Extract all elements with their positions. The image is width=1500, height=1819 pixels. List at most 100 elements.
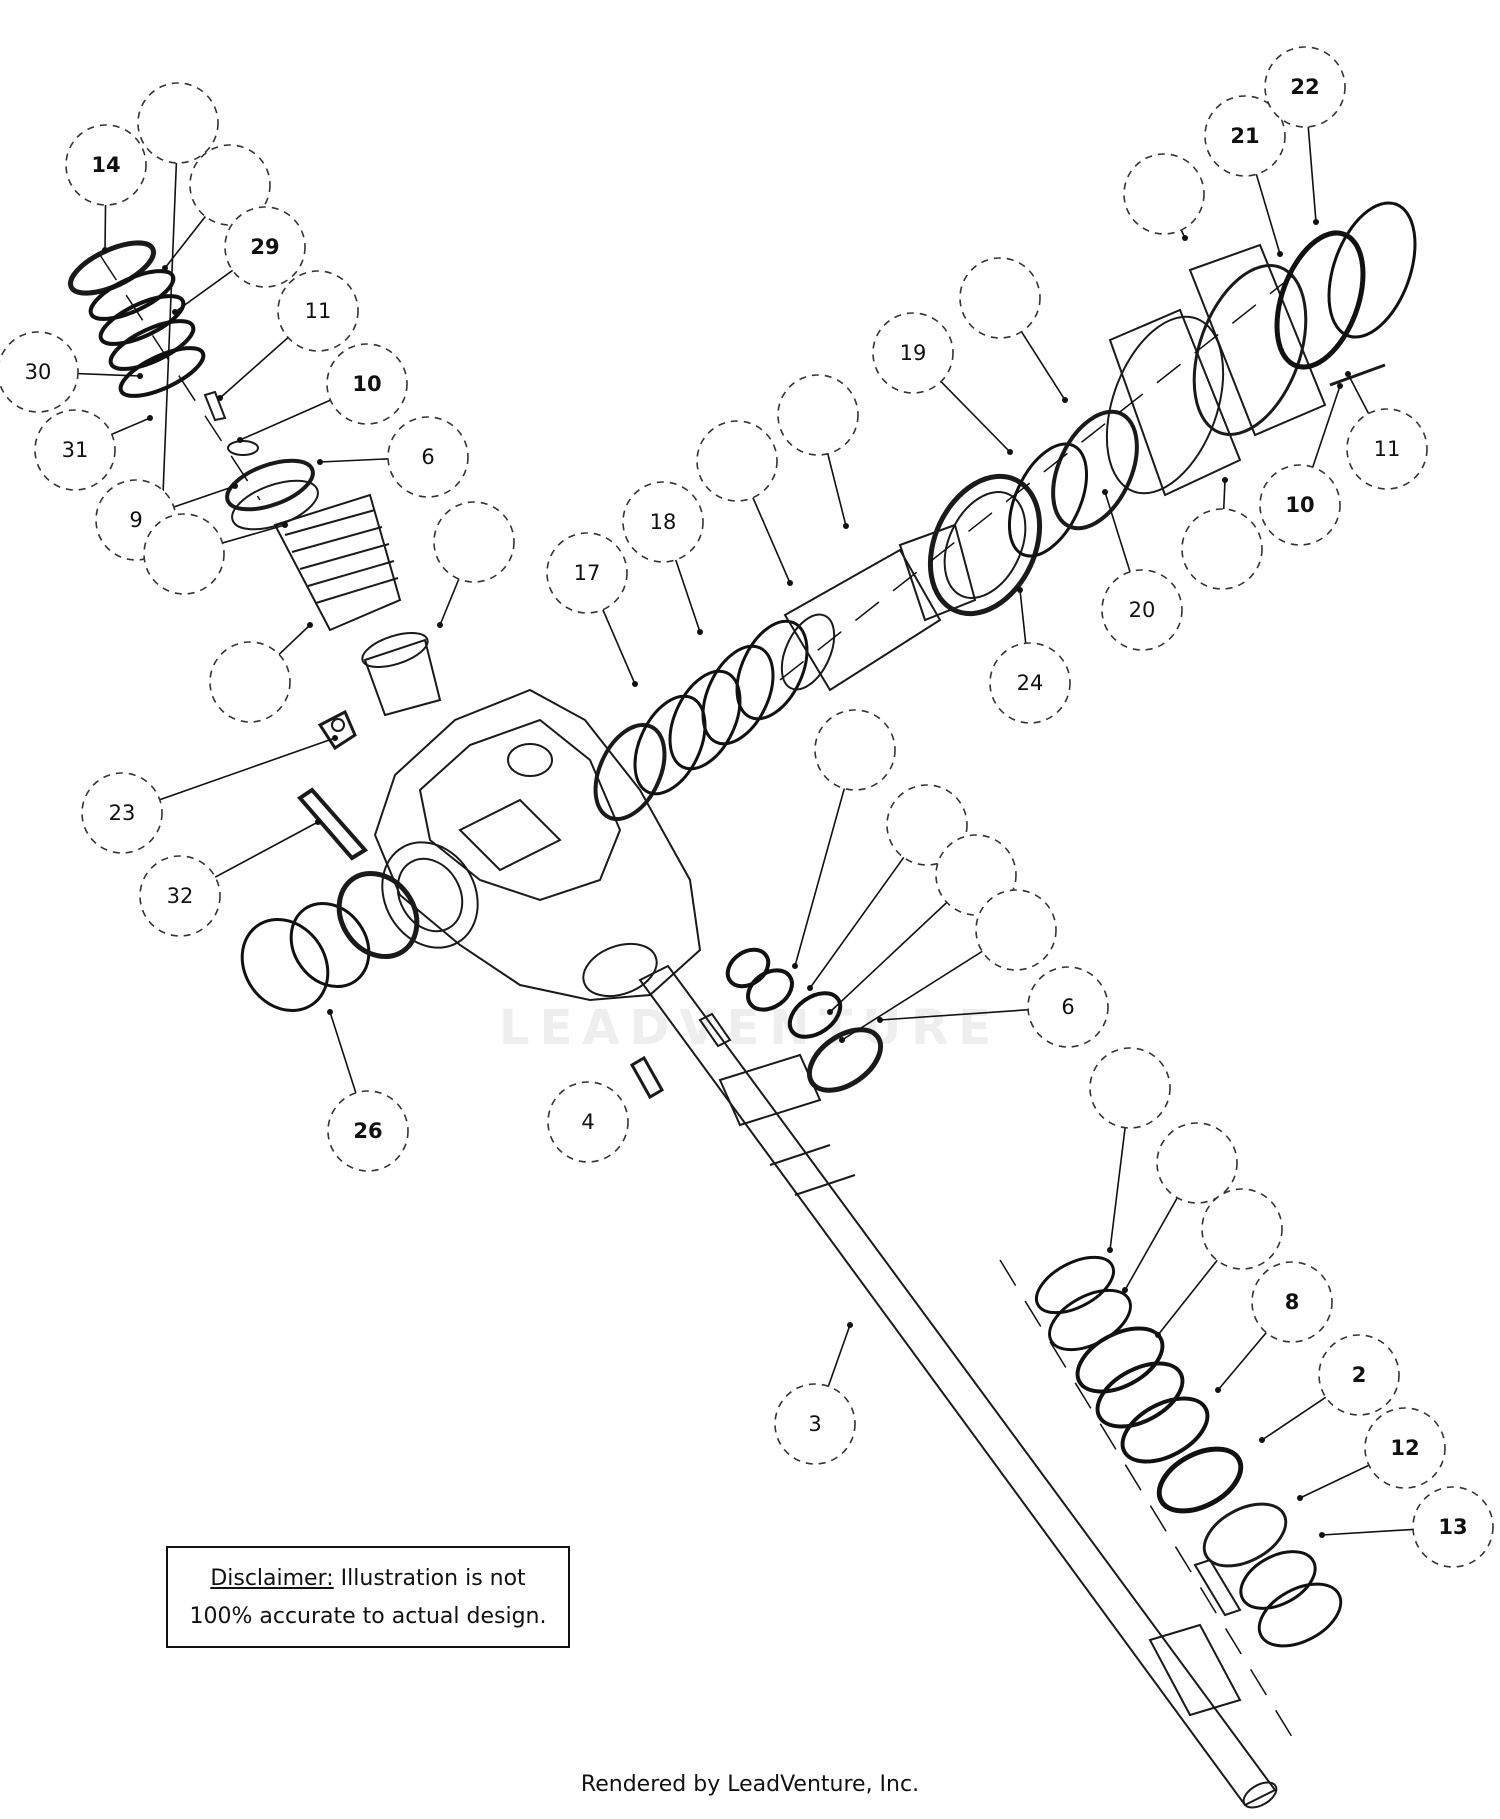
callout-blank: [777, 374, 859, 456]
shaft-bearing-stack: [725, 947, 884, 1093]
callout-32: 32: [139, 855, 221, 937]
callout-arrowhead: [1337, 383, 1343, 389]
callout-arrowhead: [1017, 587, 1023, 593]
callout-arrowhead: [282, 522, 288, 528]
callout-arrowhead: [147, 415, 153, 421]
callout-6: 6: [387, 416, 469, 498]
callout-21: 21: [1204, 95, 1286, 177]
callout-label: 18: [650, 510, 677, 534]
callout-label: 14: [91, 153, 120, 177]
callout-blank: [1089, 1047, 1171, 1129]
callout-bubble: [1259, 464, 1341, 546]
callout-label: 21: [1230, 124, 1259, 148]
callout-13: 13: [1412, 1486, 1494, 1568]
callout-blank: [137, 82, 219, 164]
callout-bubble: [872, 312, 954, 394]
callout-bubble: [1264, 46, 1346, 128]
callout-bubble: [1364, 1407, 1446, 1489]
callout-label: 29: [250, 235, 279, 259]
callout-19: 19: [872, 312, 954, 394]
callout-arrowhead: [787, 580, 793, 586]
callout-blank: [433, 501, 515, 583]
callout-arrowhead: [1155, 1332, 1161, 1338]
callout-bubble: [209, 641, 291, 723]
callout-18: 18: [622, 481, 704, 563]
callout-bubble: [143, 513, 225, 595]
callout-label: 8: [1285, 1290, 1300, 1314]
callout-arrowhead: [162, 265, 168, 271]
callout-label: 9: [129, 508, 142, 532]
callout-blank: [814, 709, 896, 791]
callout-bubble: [34, 409, 116, 491]
part-32-plate: [297, 787, 369, 861]
callout-bubble: [1027, 966, 1109, 1048]
callout-3: 3: [774, 1383, 856, 1465]
callout-label: 11: [1374, 437, 1401, 461]
callout-label: 13: [1438, 1515, 1467, 1539]
callout-arrowhead: [307, 622, 313, 628]
callout-label: 3: [808, 1412, 821, 1436]
callout-arrowhead: [843, 523, 849, 529]
callout-arrowhead: [1007, 449, 1013, 455]
callout-bubble: [622, 481, 704, 563]
callout-arrowhead: [1215, 1387, 1221, 1393]
callout-bubble: [777, 374, 859, 456]
callout-arrowhead: [877, 1017, 883, 1023]
callout-label: 6: [1061, 995, 1074, 1019]
callout-label: 22: [1290, 75, 1319, 99]
callout-label: 31: [62, 438, 89, 462]
callout-label: 32: [167, 884, 194, 908]
callout-label: 17: [574, 561, 601, 585]
disclaimer-label: Disclaimer:: [210, 1566, 334, 1591]
callout-arrowhead: [1062, 397, 1068, 403]
callout-bubble: [886, 784, 968, 866]
callout-arrowhead: [1222, 477, 1228, 483]
callout-8: 8: [1251, 1261, 1333, 1343]
callout-bubble: [0, 331, 79, 413]
callout-bubble: [1101, 569, 1183, 651]
callout-blank: [975, 889, 1057, 971]
callout-arrowhead: [332, 735, 338, 741]
callout-bubble: [1089, 1047, 1171, 1129]
callout-30: 30: [0, 331, 79, 413]
callout-31: 31: [34, 409, 116, 491]
callout-bubble: [935, 834, 1017, 916]
callout-bubble: [1318, 1334, 1400, 1416]
callout-arrowhead: [1277, 251, 1283, 257]
callout-blank: [696, 420, 778, 502]
callout-label: 10: [352, 372, 381, 396]
callout-arrowhead: [1345, 371, 1351, 377]
callout-label: 30: [25, 360, 52, 384]
callout-11: 11: [1346, 408, 1428, 490]
callout-blank: [1156, 1122, 1238, 1204]
callout-arrowhead: [137, 373, 143, 379]
lower-ring-stack: [1035, 1255, 1343, 1648]
callout-label: 26: [353, 1119, 382, 1143]
callout-arrowhead: [1107, 1247, 1113, 1253]
callout-20: 20: [1101, 569, 1183, 651]
callout-10: 10: [1259, 464, 1341, 546]
callout-arrowhead: [1102, 489, 1108, 495]
disclaimer-line-2: 100% accurate to actual design.: [189, 1604, 547, 1629]
callout-bubble: [774, 1383, 856, 1465]
callout-arrowhead: [1313, 219, 1319, 225]
gearbox-housing: [373, 688, 702, 1002]
callout-bubble: [546, 532, 628, 614]
callout-bubble: [65, 124, 147, 206]
callout-bubble: [224, 206, 306, 288]
worm-gear-stack: [68, 240, 442, 717]
callout-blank: [209, 641, 291, 723]
callout-bubble: [327, 1090, 409, 1172]
callout-4: 4: [547, 1081, 629, 1163]
clutch-stack: [593, 201, 1417, 822]
callout-2: 2: [1318, 1334, 1400, 1416]
callout-bubble: [433, 501, 515, 583]
callout-6: 6: [1027, 966, 1109, 1048]
callout-bubble: [1201, 1188, 1283, 1270]
callout-blank: [143, 513, 225, 595]
callout-arrowhead: [217, 395, 223, 401]
callout-label: 20: [1129, 598, 1156, 622]
callout-arrowhead: [315, 819, 321, 825]
callout-arrowhead: [807, 985, 813, 991]
